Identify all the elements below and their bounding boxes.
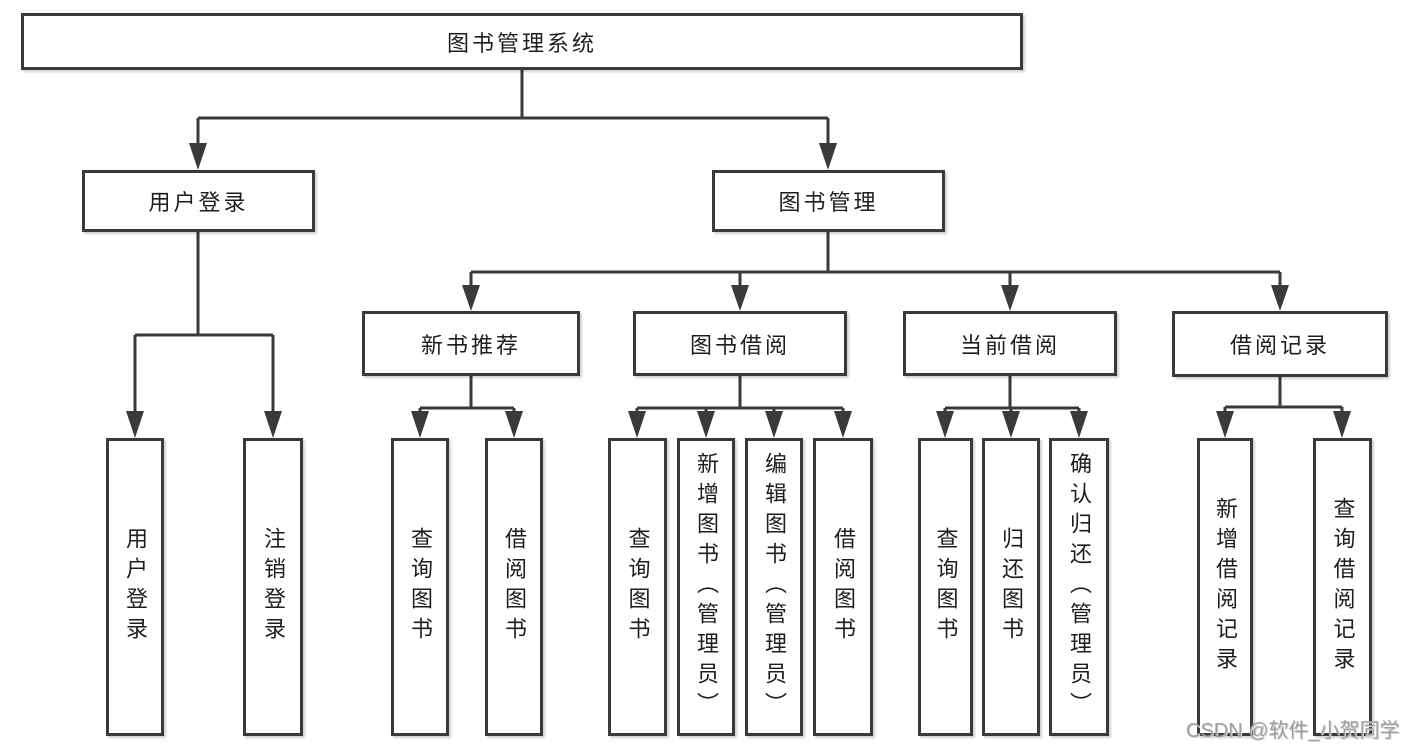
- csdn-watermark: CSDN @软件_小贺同学: [1186, 720, 1400, 742]
- node-label: 借阅图书: [502, 527, 527, 647]
- node-label: 新增图书（管理员）: [694, 452, 719, 722]
- leaf-add-borrow-record: 新增借阅记录: [1197, 438, 1253, 736]
- leaf-borrow-query-books: 查询图书: [608, 438, 667, 736]
- node-user-login: 用户登录: [82, 170, 315, 232]
- leaf-borrow-edit-books-admin: 编辑图书（管理员）: [745, 438, 803, 736]
- node-label: 注销登录: [261, 527, 286, 647]
- leaf-current-confirm-return-admin: 确认归还（管理员）: [1049, 438, 1109, 736]
- node-label: 查询图书: [625, 527, 651, 647]
- node-current-borrow: 当前借阅: [903, 311, 1117, 376]
- node-label: 新增借阅记录: [1213, 497, 1238, 677]
- leaf-borrow-borrow-books: 借阅图书: [813, 438, 873, 736]
- leaf-recommend-query-books: 查询图书: [391, 438, 449, 736]
- node-label: 编辑图书（管理员）: [762, 452, 787, 722]
- leaf-logout: 注销登录: [243, 438, 303, 736]
- node-label: 当前借阅: [959, 332, 1060, 358]
- node-label: 借阅图书: [831, 527, 856, 647]
- leaf-current-return-books: 归还图书: [982, 438, 1040, 736]
- node-label: 归还图书: [999, 527, 1024, 647]
- node-label: 借阅记录: [1229, 333, 1330, 358]
- node-label: 图书管理系统: [446, 30, 597, 56]
- node-book-borrow: 图书借阅: [633, 311, 847, 376]
- node-label: 图书借阅: [689, 332, 790, 358]
- node-label: 图书管理: [778, 190, 879, 215]
- node-library-management-system: 图书管理系统: [21, 13, 1023, 70]
- node-label: 查询图书: [933, 527, 959, 647]
- node-label: 新书推荐: [420, 332, 521, 358]
- node-label: 查询图书: [408, 527, 433, 647]
- node-label: 用户登录: [123, 527, 148, 647]
- leaf-user-login: 用户登录: [106, 438, 164, 736]
- node-new-book-recommend: 新书推荐: [362, 311, 580, 376]
- leaf-current-query-books: 查询图书: [918, 438, 973, 736]
- node-label: 查询借阅记录: [1330, 497, 1356, 677]
- leaf-borrow-add-books-admin: 新增图书（管理员）: [677, 438, 735, 736]
- node-label: 用户登录: [148, 190, 249, 215]
- node-label: 确认归还（管理员）: [1067, 452, 1092, 722]
- leaf-query-borrow-record: 查询借阅记录: [1313, 438, 1372, 736]
- leaf-recommend-borrow-books: 借阅图书: [485, 438, 543, 736]
- node-book-management: 图书管理: [712, 170, 945, 232]
- node-borrow-record: 借阅记录: [1172, 311, 1388, 377]
